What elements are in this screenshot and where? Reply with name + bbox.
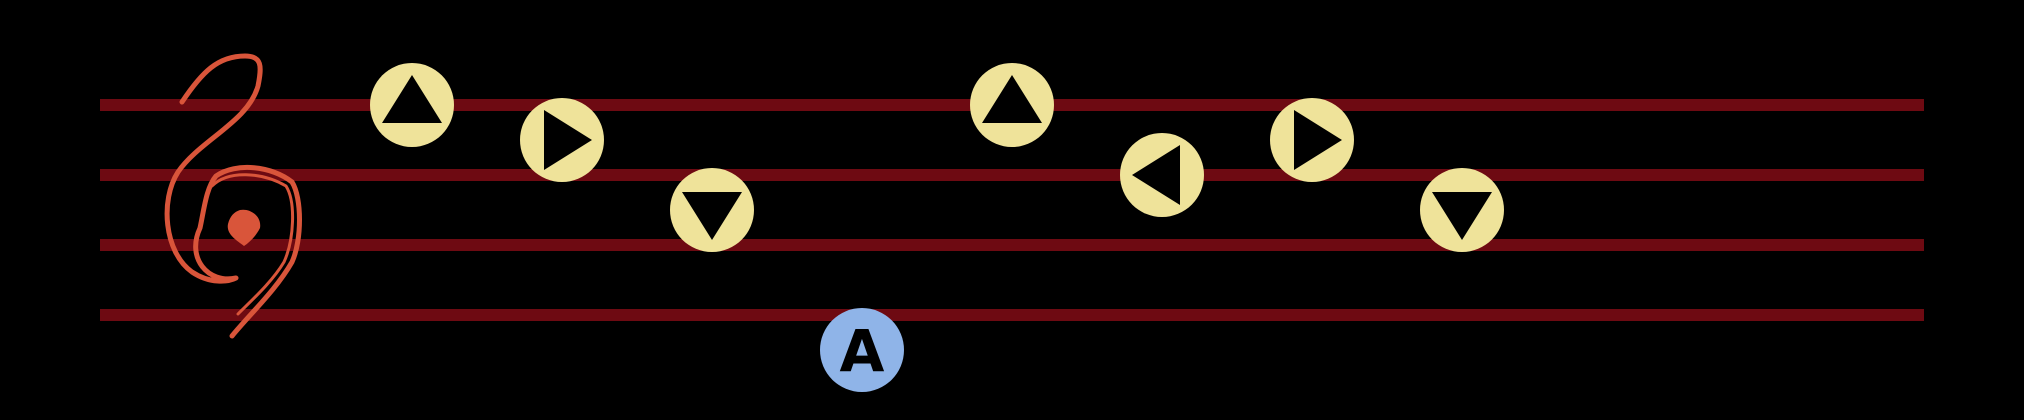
arrow-down-icon <box>1432 192 1492 240</box>
arrow-right-icon <box>544 110 592 170</box>
staff-line-2 <box>100 169 1924 181</box>
note-4 <box>970 63 1054 147</box>
a-button-label: A <box>840 317 885 385</box>
a-button-circle <box>820 308 904 392</box>
staff-line-3 <box>100 239 1924 251</box>
clef-stroke-inner <box>210 173 294 316</box>
note-track <box>370 63 1504 252</box>
note-5 <box>1120 133 1204 217</box>
arrow-right-icon <box>1294 110 1342 170</box>
arrow-down-icon <box>682 192 742 240</box>
note-3 <box>670 168 754 252</box>
treble-clef-icon <box>164 53 302 339</box>
note-6 <box>1270 98 1354 182</box>
clef-stroke-outer <box>164 53 302 339</box>
a-button-icon: A <box>820 308 904 392</box>
staff-line-4 <box>100 309 1924 321</box>
clef-dot <box>227 209 261 246</box>
note-1 <box>370 63 454 147</box>
arrow-left-icon <box>1132 145 1180 205</box>
note-7 <box>1420 168 1504 252</box>
arrow-up-icon <box>982 75 1042 123</box>
arrow-up-icon <box>382 75 442 123</box>
note-2 <box>520 98 604 182</box>
